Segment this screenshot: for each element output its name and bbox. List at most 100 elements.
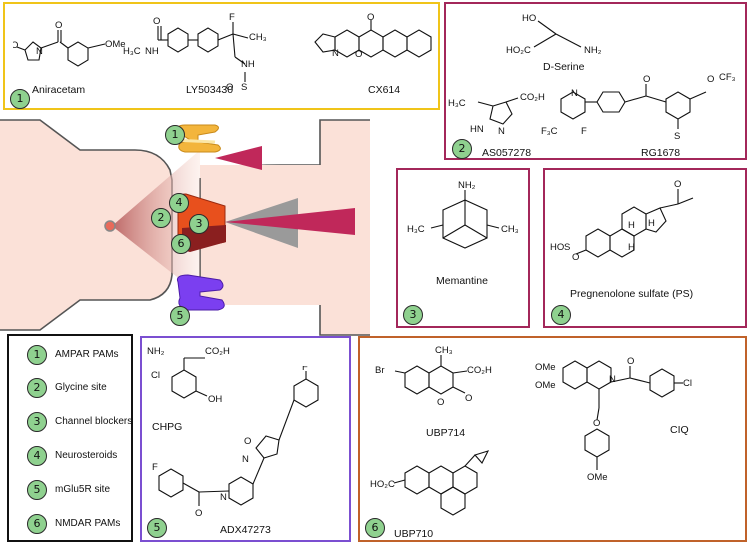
svg-text:O: O — [355, 49, 362, 60]
compound-pregnenolone-sulfate: Pregnenolone sulfate (PS) — [570, 288, 694, 300]
legend-badge-5: 5 — [27, 480, 47, 500]
svg-text:NH₂: NH₂ — [458, 180, 476, 191]
channel-cone — [225, 208, 355, 235]
compound-as057278: AS057278 — [482, 147, 532, 159]
svg-text:HN: HN — [470, 124, 484, 135]
svg-text:O: O — [226, 82, 233, 93]
svg-text:OH: OH — [208, 394, 222, 405]
nmdar-pams-panel: CH₃ Br CO₂H O O UBP714 HO₂C UBP710 OMe O… — [358, 336, 747, 542]
chpg-structure: NH₂ CO₂H Cl OH — [147, 346, 230, 405]
compound-ubp710: UBP710 — [394, 528, 434, 540]
svg-text:Cl: Cl — [683, 378, 692, 389]
svg-text:Cl: Cl — [151, 370, 160, 381]
legend-label-4: Neurosteroids — [55, 450, 118, 461]
svg-text:F: F — [229, 12, 235, 23]
neurosteroids-panel: O HO S O H H H Pregnenolone sulfate (PS)… — [543, 168, 747, 328]
compound-ly503430: LY503430 — [186, 84, 234, 96]
memantine-structure: NH₂ H₃C CH₃ — [407, 180, 519, 249]
svg-text:O: O — [13, 40, 18, 51]
panel-badge-4: 4 — [551, 305, 571, 325]
compound-aniracetam: Aniracetam — [32, 84, 86, 96]
ciq-structure: OMe OMe N O Cl O OMe — [535, 356, 692, 483]
svg-text:O: O — [153, 16, 160, 27]
svg-text:CH₃: CH₃ — [501, 224, 519, 235]
ubp714-structure: CH₃ Br CO₂H O O — [375, 345, 492, 408]
ampar-receptor — [176, 124, 221, 153]
ubp710-structure: HO₂C — [370, 450, 490, 516]
pregnenolone-sulfate-structure: O HO S O H H H — [550, 179, 694, 263]
synapse-badge-5: 5 — [170, 306, 190, 326]
compound-adx47273: ADX47273 — [220, 524, 271, 536]
panel-badge-6: 6 — [365, 518, 385, 538]
svg-text:H₃C: H₃C — [407, 224, 425, 235]
channel-blockers-panel: NH₂ H₃C CH₃ Memantine 3 — [396, 168, 530, 328]
aniracetam-structure: O N O OMe — [13, 20, 126, 67]
synapse-badge-1: 1 — [165, 125, 185, 145]
svg-text:S: S — [241, 82, 247, 93]
d-serine-structure: HO HO₂C NH₂ — [506, 13, 602, 56]
vesicle — [104, 220, 116, 232]
synapse-badge-4: 4 — [169, 193, 189, 213]
svg-text:NH: NH — [241, 59, 255, 70]
svg-text:HO₂C: HO₂C — [506, 45, 531, 56]
compound-chpg: CHPG — [152, 421, 183, 433]
svg-text:HO₂C: HO₂C — [370, 479, 395, 490]
svg-text:HO: HO — [522, 13, 536, 24]
panel-badge-3: 3 — [403, 305, 423, 325]
adx47273-structure: F F O N N O — [152, 366, 319, 519]
svg-text:CO₂H: CO₂H — [520, 92, 545, 103]
svg-text:N: N — [609, 374, 616, 385]
svg-text:H: H — [628, 220, 635, 231]
synapse-badge-3: 3 — [189, 214, 209, 234]
svg-text:N: N — [36, 46, 43, 57]
svg-text:O: O — [465, 393, 472, 404]
svg-text:O: O — [55, 20, 62, 31]
legend-badge-2: 2 — [27, 378, 47, 398]
compound-memantine: Memantine — [436, 275, 488, 287]
svg-text:S: S — [564, 242, 570, 253]
svg-text:F: F — [302, 366, 308, 373]
svg-text:F₃C: F₃C — [541, 126, 558, 137]
svg-text:CH₃: CH₃ — [249, 32, 267, 43]
svg-text:O: O — [195, 508, 202, 519]
cx614-structure: O N O — [314, 12, 432, 60]
svg-text:CO₂H: CO₂H — [467, 365, 492, 376]
synapse-badge-2: 2 — [151, 208, 171, 228]
compound-ubp714: UBP714 — [426, 427, 466, 439]
svg-text:S: S — [674, 131, 680, 142]
legend-label-1: AMPAR PAMs — [55, 349, 119, 360]
compound-ciq: CIQ — [670, 424, 689, 436]
svg-text:HO: HO — [550, 242, 564, 253]
svg-text:O: O — [643, 74, 650, 85]
svg-text:O: O — [437, 397, 444, 408]
legend-badge-4: 4 — [27, 446, 47, 466]
as057278-structure: H₃C CO₂H HN N — [448, 92, 545, 137]
svg-text:NH: NH — [145, 46, 159, 57]
svg-text:O: O — [707, 74, 714, 85]
legend-badge-6: 6 — [27, 514, 47, 534]
compound-cx614: CX614 — [368, 84, 401, 96]
svg-text:N: N — [332, 48, 339, 59]
svg-text:H₃C: H₃C — [123, 46, 141, 57]
svg-text:O: O — [627, 356, 634, 367]
svg-text:CH₃: CH₃ — [435, 345, 453, 356]
svg-text:H₃C: H₃C — [448, 98, 466, 109]
ampar-pams-panel: O N O OMe Aniracetam H₃C NH O F CH₃ NH S… — [3, 2, 440, 110]
svg-text:N: N — [242, 454, 249, 465]
svg-text:OMe: OMe — [587, 472, 608, 483]
legend-label-5: mGlu5R site — [55, 484, 111, 495]
legend-label-6: NMDAR PAMs — [55, 518, 121, 529]
synapse-badge-6: 6 — [171, 234, 191, 254]
ampar-cone — [215, 146, 262, 170]
svg-text:O: O — [367, 12, 374, 23]
svg-text:O: O — [593, 418, 600, 429]
svg-text:O: O — [244, 436, 251, 447]
svg-text:OMe: OMe — [105, 39, 126, 50]
legend-label-2: Glycine site — [55, 382, 107, 393]
svg-text:N: N — [571, 88, 578, 99]
compound-d-serine: D-Serine — [543, 61, 585, 73]
panel-badge-1: 1 — [10, 89, 30, 109]
legend-label-3: Channel blockers — [55, 416, 133, 427]
ly503430-structure: H₃C NH O F CH₃ NH S O — [123, 12, 267, 93]
rg1678-structure: O F₃C F N O CF₃ S — [541, 72, 736, 142]
